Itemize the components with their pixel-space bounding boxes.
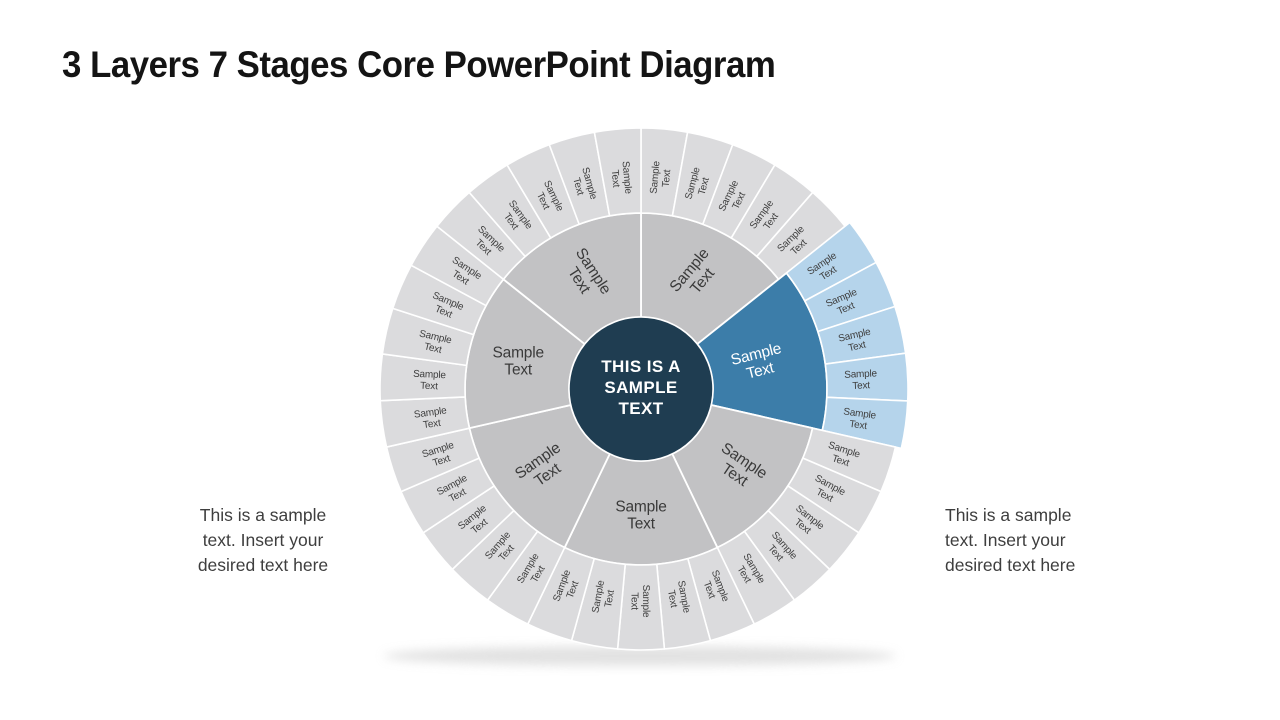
stage-1-outer-segment-1-label: SampleText (649, 160, 674, 195)
note-line: text. Insert your (202, 530, 324, 550)
stage-4-outer-segment-3-label: SampleText (629, 585, 652, 618)
note-right: This is a sample text. Insert your desir… (945, 503, 1135, 578)
note-line: This is a sample (199, 505, 327, 525)
stage-6-outer-segment-3-label: SampleText (416, 328, 454, 357)
stage-7-outer-segment-5-label: SampleText (608, 161, 633, 196)
stage-4-outer-segment-2-label: SampleText (664, 580, 692, 617)
note-left: This is a sample text. Insert your desir… (168, 503, 358, 578)
stage-3-outer-segment-5-label: SampleText (731, 552, 767, 592)
stage-2-outer-segment-3-label: SampleText (837, 326, 875, 355)
stage-2-outer-segment-4-label: SampleText (844, 368, 878, 392)
note-line: desired text here (945, 555, 1076, 575)
stage-6-outer-segment-2-label: SampleText (412, 369, 446, 393)
wheel-shadow (384, 646, 896, 666)
stage-4-outer-segment-4-label: SampleText (590, 579, 618, 616)
stage-6-outer-segment-1-label: SampleText (413, 405, 449, 432)
note-line: desired text here (197, 555, 329, 575)
center-circle[interactable] (568, 316, 714, 462)
note-line: This is a sample (945, 505, 1072, 525)
note-line: text. Insert your (945, 530, 1066, 550)
stage-2-outer-segment-5-label: SampleText (841, 406, 877, 433)
stage-7-outer-segment-5[interactable] (593, 127, 642, 217)
stage-2-outer-segment-5[interactable] (821, 396, 909, 450)
page-title: 3 Layers 7 Stages Core PowerPoint Diagra… (62, 44, 776, 85)
